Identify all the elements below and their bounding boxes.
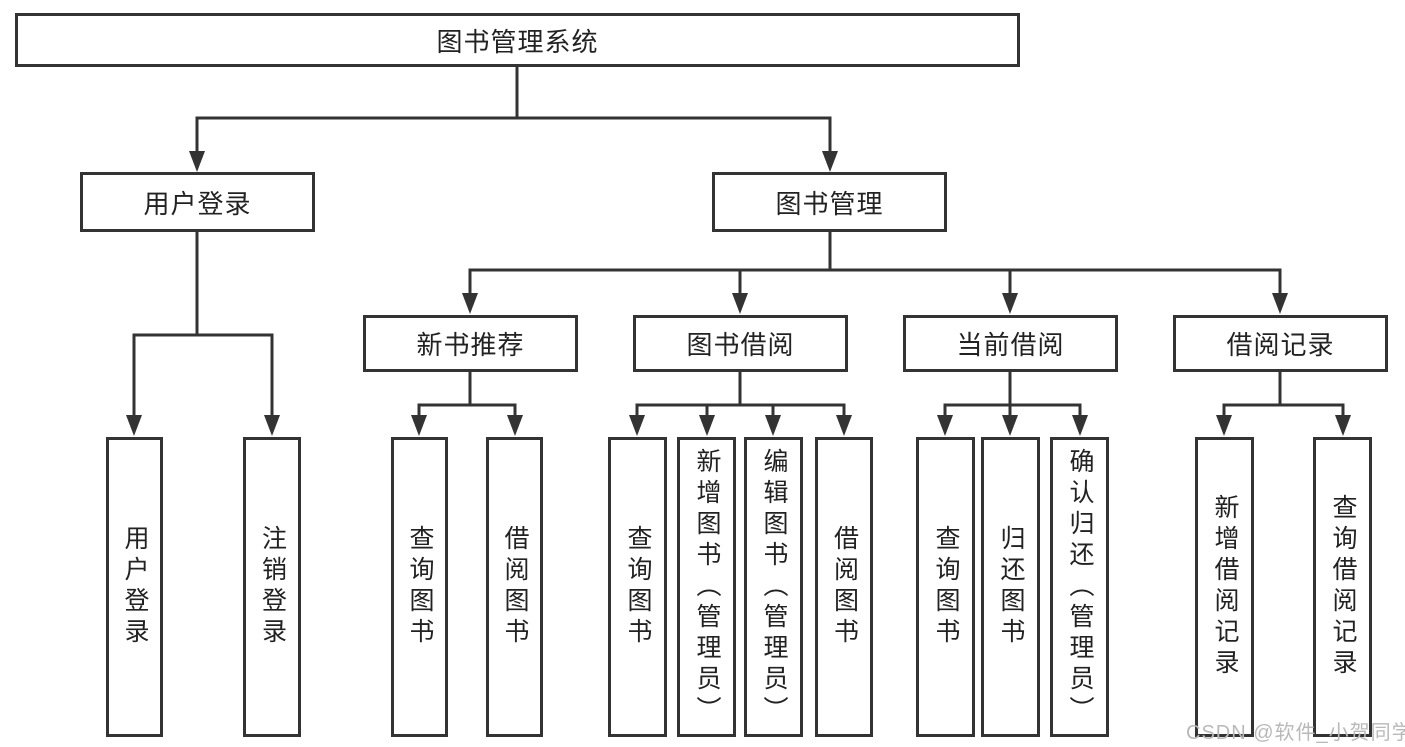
csdn-watermark: CSDN @软件_小贺同学	[1186, 722, 1405, 744]
leaf-query-books-recommend: 查询图书	[391, 437, 448, 737]
node-user-login: 用户登录	[80, 172, 315, 232]
leaf-label: 借阅图书	[501, 525, 529, 649]
leaf-query-books-borrow: 查询图书	[608, 437, 667, 737]
leaf-label: 归还图书	[997, 525, 1025, 649]
node-book-management: 图书管理	[712, 172, 947, 232]
leaf-label: 查询图书	[406, 525, 434, 649]
leaf-confirm-return-admin: 确认归还（管理员）	[1050, 437, 1109, 737]
leaf-label: 借阅图书	[830, 525, 859, 649]
leaf-borrow-books-recommend: 借阅图书	[486, 437, 543, 737]
leaf-query-books-current: 查询图书	[916, 437, 975, 737]
leaf-label: 查询借阅记录	[1329, 494, 1357, 680]
leaf-label: 新增图书（管理员）	[693, 447, 721, 727]
leaf-add-books-admin: 新增图书（管理员）	[677, 437, 736, 737]
leaf-edit-books-admin: 编辑图书（管理员）	[744, 437, 803, 737]
leaf-return-books: 归还图书	[981, 437, 1040, 737]
leaf-label: 新增借阅记录	[1211, 494, 1239, 680]
node-book-borrow: 图书借阅	[633, 315, 848, 372]
leaf-add-borrow-record: 新增借阅记录	[1195, 437, 1254, 737]
leaf-label: 查询图书	[624, 525, 652, 649]
node-root-library-system: 图书管理系统	[15, 13, 1020, 67]
leaf-user-login: 用户登录	[106, 437, 163, 737]
node-new-book-recommend: 新书推荐	[363, 315, 578, 372]
leaf-label: 编辑图书（管理员）	[760, 447, 788, 727]
leaf-label: 注销登录	[258, 525, 287, 649]
node-current-borrow: 当前借阅	[903, 315, 1118, 372]
node-borrow-records: 借阅记录	[1173, 315, 1388, 372]
leaf-label: 查询图书	[932, 525, 960, 649]
leaf-label: 用户登录	[121, 525, 149, 649]
leaf-logout: 注销登录	[243, 437, 301, 737]
leaf-query-borrow-record: 查询借阅记录	[1313, 437, 1372, 737]
leaf-label: 确认归还（管理员）	[1066, 447, 1094, 727]
leaf-borrow-books: 借阅图书	[815, 437, 873, 737]
